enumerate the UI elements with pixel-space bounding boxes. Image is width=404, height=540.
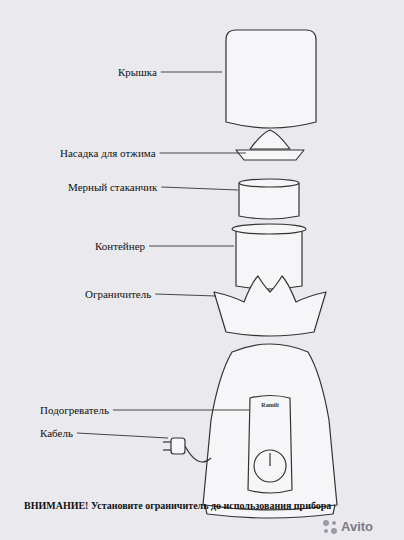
knob-pointer [269, 453, 270, 466]
cable-wire [185, 446, 211, 462]
part-name: Мерный стаканчик [68, 181, 157, 194]
part-name: Ограничитель [85, 288, 151, 301]
control-knob [254, 450, 286, 482]
lid-drawing [226, 30, 316, 128]
plug-body [171, 438, 185, 454]
leader-line [77, 433, 168, 438]
leader-line [155, 294, 216, 296]
watermark: Avito [341, 520, 373, 535]
container-body [236, 230, 302, 289]
warning-note: ВНИМАНИЕ! Установите ограничитель до исп… [24, 500, 331, 512]
container-rim [232, 224, 306, 234]
part-name: Кабель [40, 427, 73, 440]
cup-rim [239, 179, 299, 187]
part-name: Контейнер [95, 240, 145, 253]
leader-line [161, 72, 222, 73]
control-panel [248, 396, 292, 494]
plug-pin [163, 441, 171, 442]
part-name: Подогреватель [40, 404, 109, 417]
leader-line [160, 153, 246, 154]
leader-line [113, 410, 249, 411]
brand-name: Ramili [261, 402, 278, 409]
leader-line [161, 187, 238, 190]
juicer-rim [236, 150, 304, 160]
watermark-icon [323, 520, 337, 534]
juicer-cone [250, 130, 290, 149]
heater-body [203, 344, 337, 510]
limiter-drawing [214, 276, 326, 336]
part-name: Крышка [118, 66, 157, 79]
plug-pin [163, 449, 171, 450]
cup-body [239, 183, 299, 219]
leader-line [149, 246, 234, 247]
part-name: Насадка для отжима [60, 147, 156, 160]
